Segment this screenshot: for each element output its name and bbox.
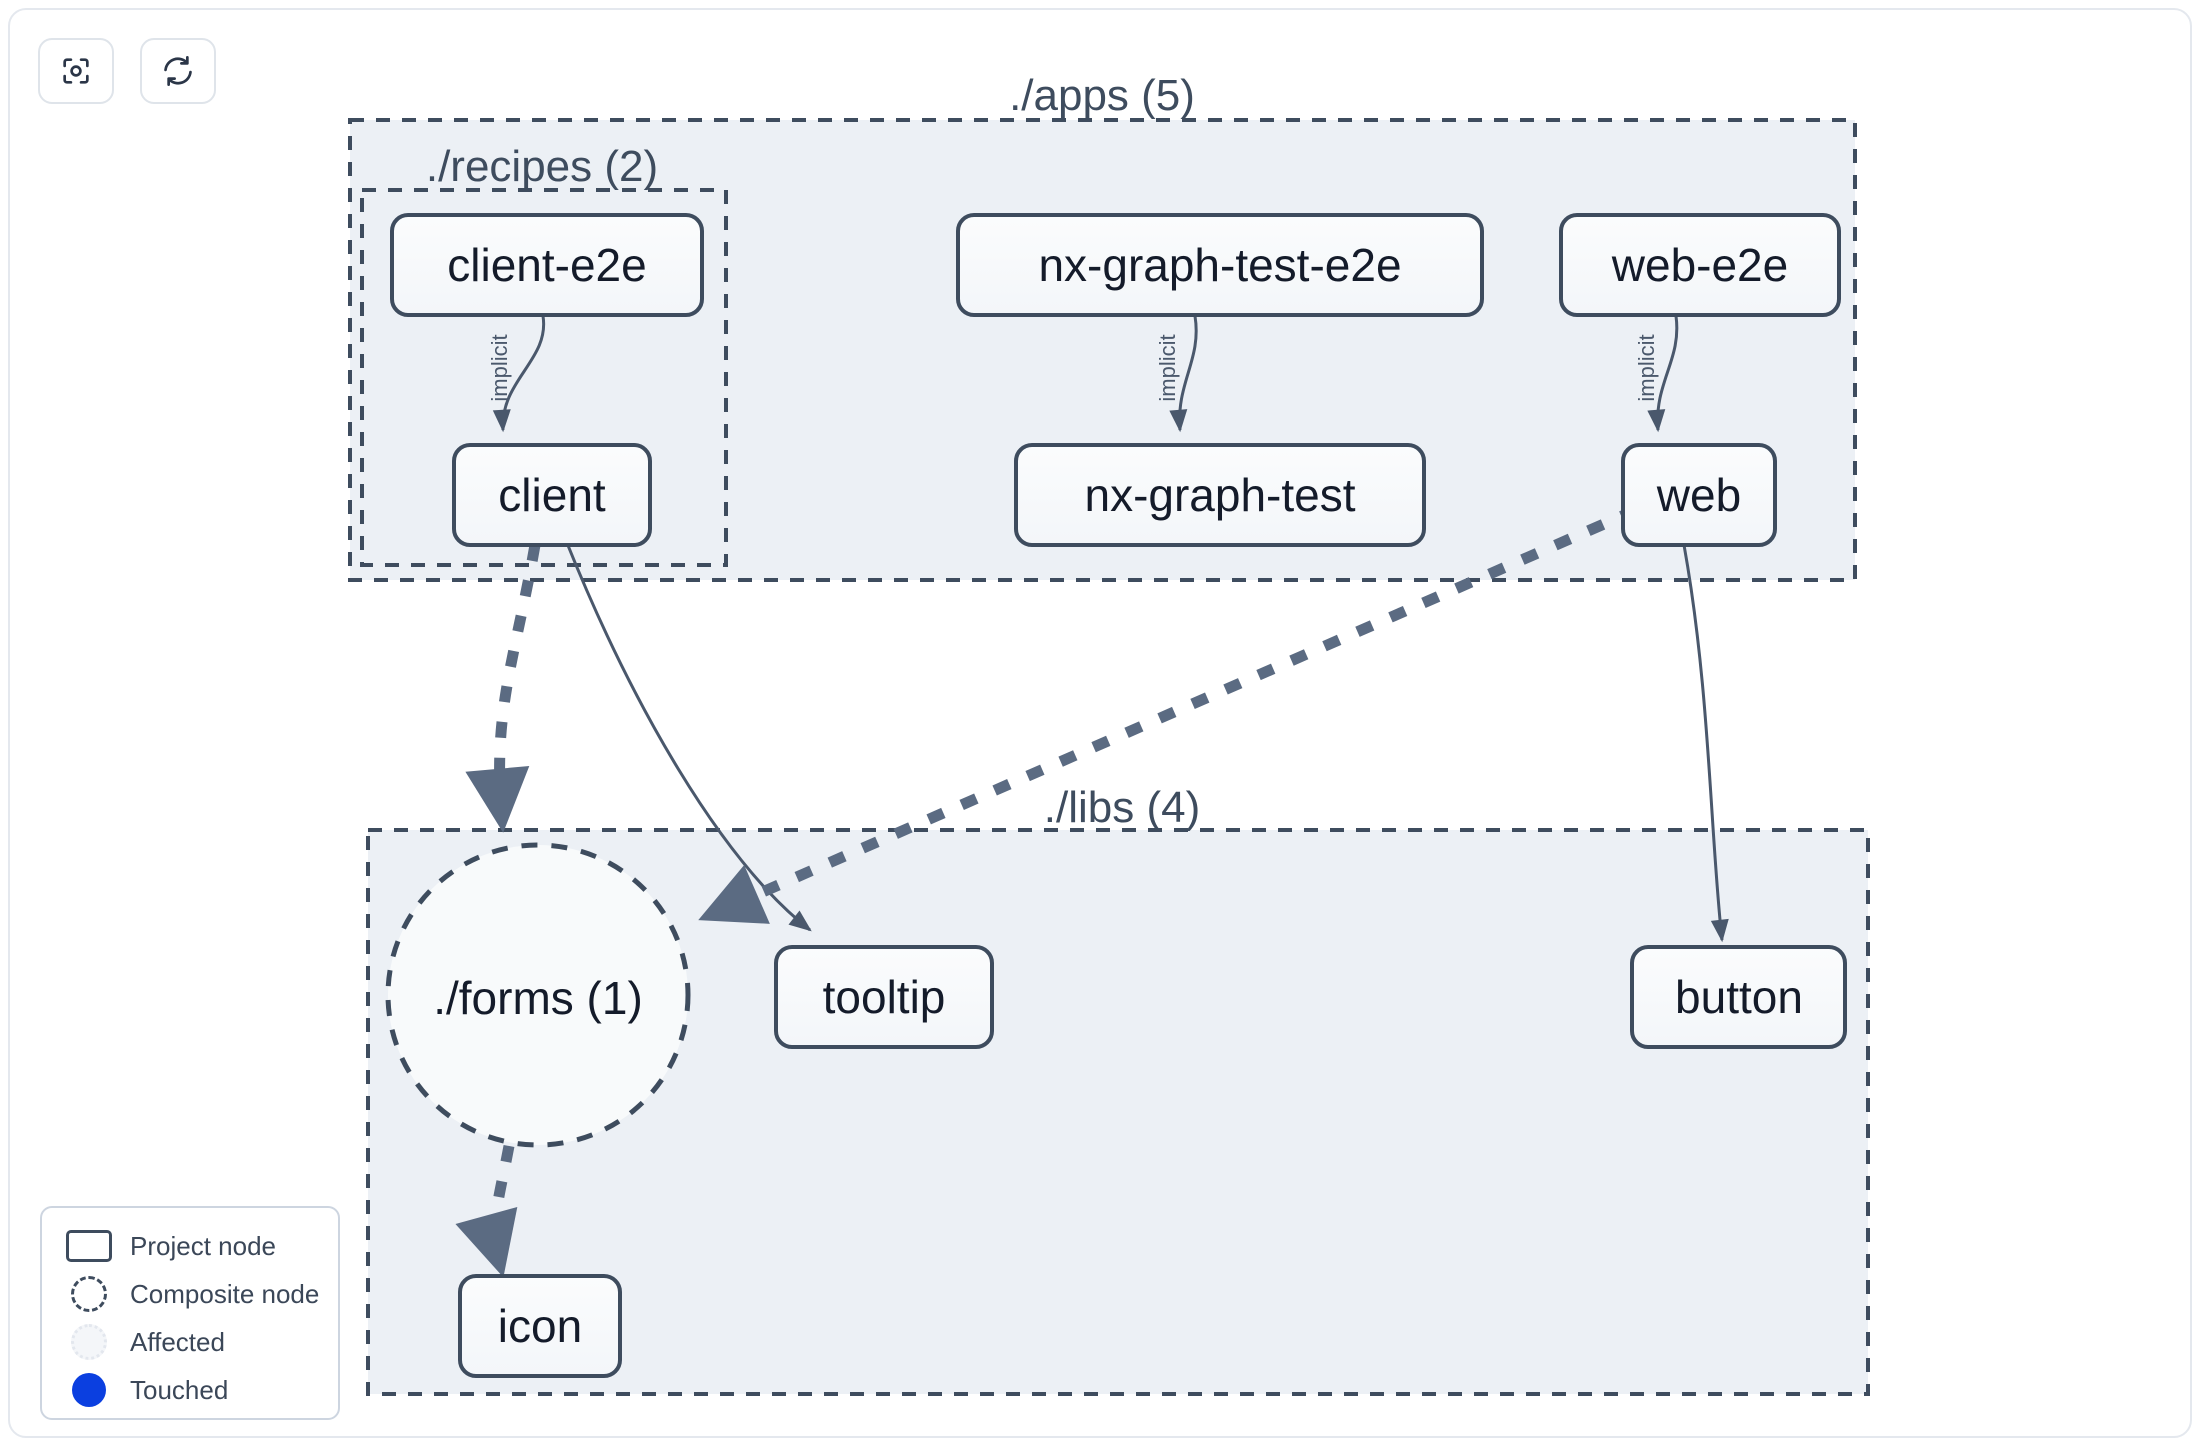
node-nx-graph-test-e2e[interactable] bbox=[956, 213, 1484, 317]
node-web-e2e[interactable] bbox=[1559, 213, 1841, 317]
edge-web-to-button[interactable] bbox=[1682, 544, 1729, 943]
node-web[interactable] bbox=[1621, 443, 1777, 547]
edge-web-to-forms[interactable] bbox=[698, 504, 1639, 924]
touched-swatch bbox=[60, 1373, 118, 1407]
legend-item-affected: Affected bbox=[60, 1318, 320, 1366]
edge-client-to-forms[interactable] bbox=[465, 544, 541, 833]
graph-legend: Project node Composite node Affected Tou… bbox=[40, 1206, 340, 1420]
composite-node-swatch bbox=[60, 1276, 118, 1312]
legend-label-affected: Affected bbox=[130, 1326, 225, 1357]
legend-item-touched: Touched bbox=[60, 1366, 320, 1414]
node-tooltip[interactable] bbox=[774, 945, 994, 1049]
edge-client-e2e-to-client[interactable] bbox=[492, 315, 546, 433]
edge-nx-graph-test-e2e-to-nx-graph-test[interactable] bbox=[1169, 315, 1198, 433]
project-graph-canvas[interactable] bbox=[10, 10, 2192, 1438]
node-client[interactable] bbox=[452, 443, 652, 547]
legend-label-project-node: Project node bbox=[130, 1230, 276, 1261]
node-client-e2e[interactable] bbox=[390, 213, 704, 317]
legend-label-composite-node: Composite node bbox=[130, 1278, 320, 1309]
focus-graph-button[interactable] bbox=[38, 38, 114, 104]
node-forms-composite[interactable] bbox=[385, 842, 691, 1148]
focus-icon bbox=[59, 54, 93, 88]
refresh-icon bbox=[161, 54, 195, 88]
edge-client-to-tooltip[interactable] bbox=[565, 542, 812, 932]
project-node-swatch bbox=[60, 1230, 118, 1262]
node-button[interactable] bbox=[1630, 945, 1847, 1049]
node-icon[interactable] bbox=[458, 1274, 622, 1378]
edge-web-e2e-to-web[interactable] bbox=[1647, 315, 1679, 433]
graph-panel: ./apps (5) ./recipes (2) ./libs (4) clie… bbox=[8, 8, 2192, 1438]
legend-item-composite-node: Composite node bbox=[60, 1270, 320, 1318]
node-nx-graph-test[interactable] bbox=[1014, 443, 1426, 547]
legend-item-project-node: Project node bbox=[60, 1222, 320, 1270]
affected-swatch bbox=[60, 1324, 118, 1360]
refresh-graph-button[interactable] bbox=[140, 38, 216, 104]
legend-label-touched: Touched bbox=[130, 1374, 229, 1405]
